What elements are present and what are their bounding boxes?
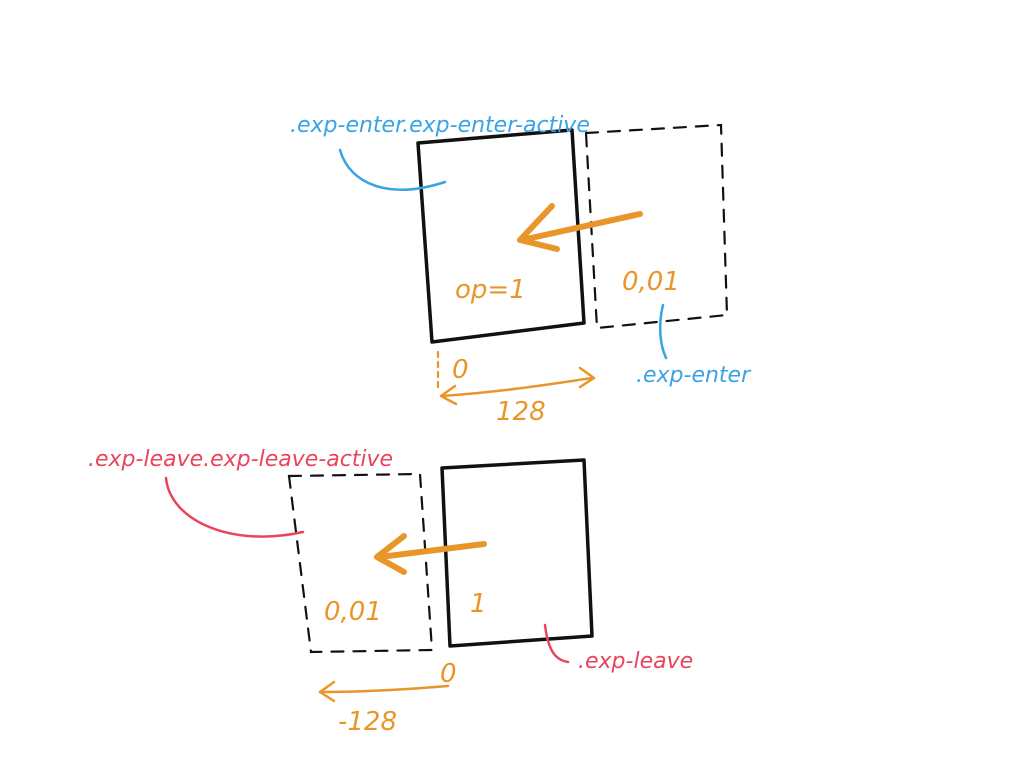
leave-start-pointer [543,623,570,664]
enter-active-pointer [338,148,447,191]
enter-motion-arrowhead [517,203,560,252]
enter-start-opacity-label: 0,01 [622,267,680,297]
leave-active-pointer [164,476,305,538]
enter-distance-arrowhead-right [578,366,596,389]
leave-distance-arrow [318,684,450,694]
enter-motion-arrow [519,211,643,243]
enter-active-opacity-label: op=1 [455,275,526,305]
enter-origin-label: 0 [452,355,469,385]
enter-distance-arrowhead-left [439,384,458,406]
leave-origin-label: 0 [440,659,457,689]
enter-active-box [416,128,586,344]
enter-start-pointer [658,303,668,360]
leave-motion-arrow [377,541,487,560]
enter-start-class-label: .exp-enter [636,363,752,388]
enter-section: .exp-enter.exp-enter-active .exp-enter o… [290,113,752,427]
leave-active-opacity-label: 0,01 [324,597,382,627]
leave-active-class-label: .exp-leave.exp-leave-active [88,447,393,472]
leave-distance-arrowhead [318,680,336,703]
leave-active-box [287,472,434,654]
leave-distance-label: -128 [338,707,397,737]
leave-section: .exp-leave.exp-leave-active .exp-leave 1… [88,447,693,737]
leave-start-box [440,458,594,648]
enter-start-box [584,123,729,330]
leave-start-opacity-label: 1 [470,589,487,619]
leave-motion-arrowhead [374,533,407,575]
enter-active-class-label: .exp-enter.exp-enter-active [290,113,590,138]
enter-distance-label: 128 [496,397,546,427]
enter-distance-arrow [440,376,594,398]
leave-start-class-label: .exp-leave [578,649,693,674]
